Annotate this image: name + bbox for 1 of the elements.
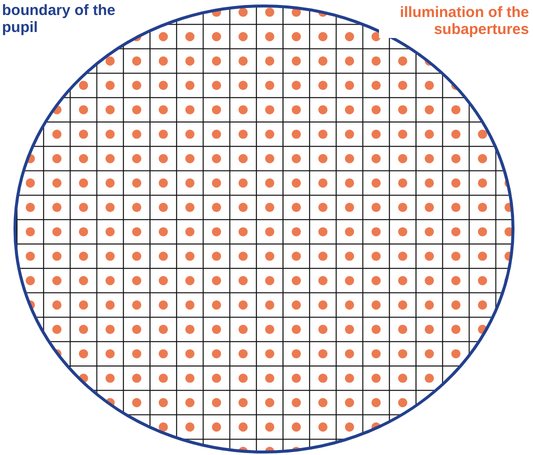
illumination-label: illumination of the subapertures bbox=[379, 4, 529, 38]
